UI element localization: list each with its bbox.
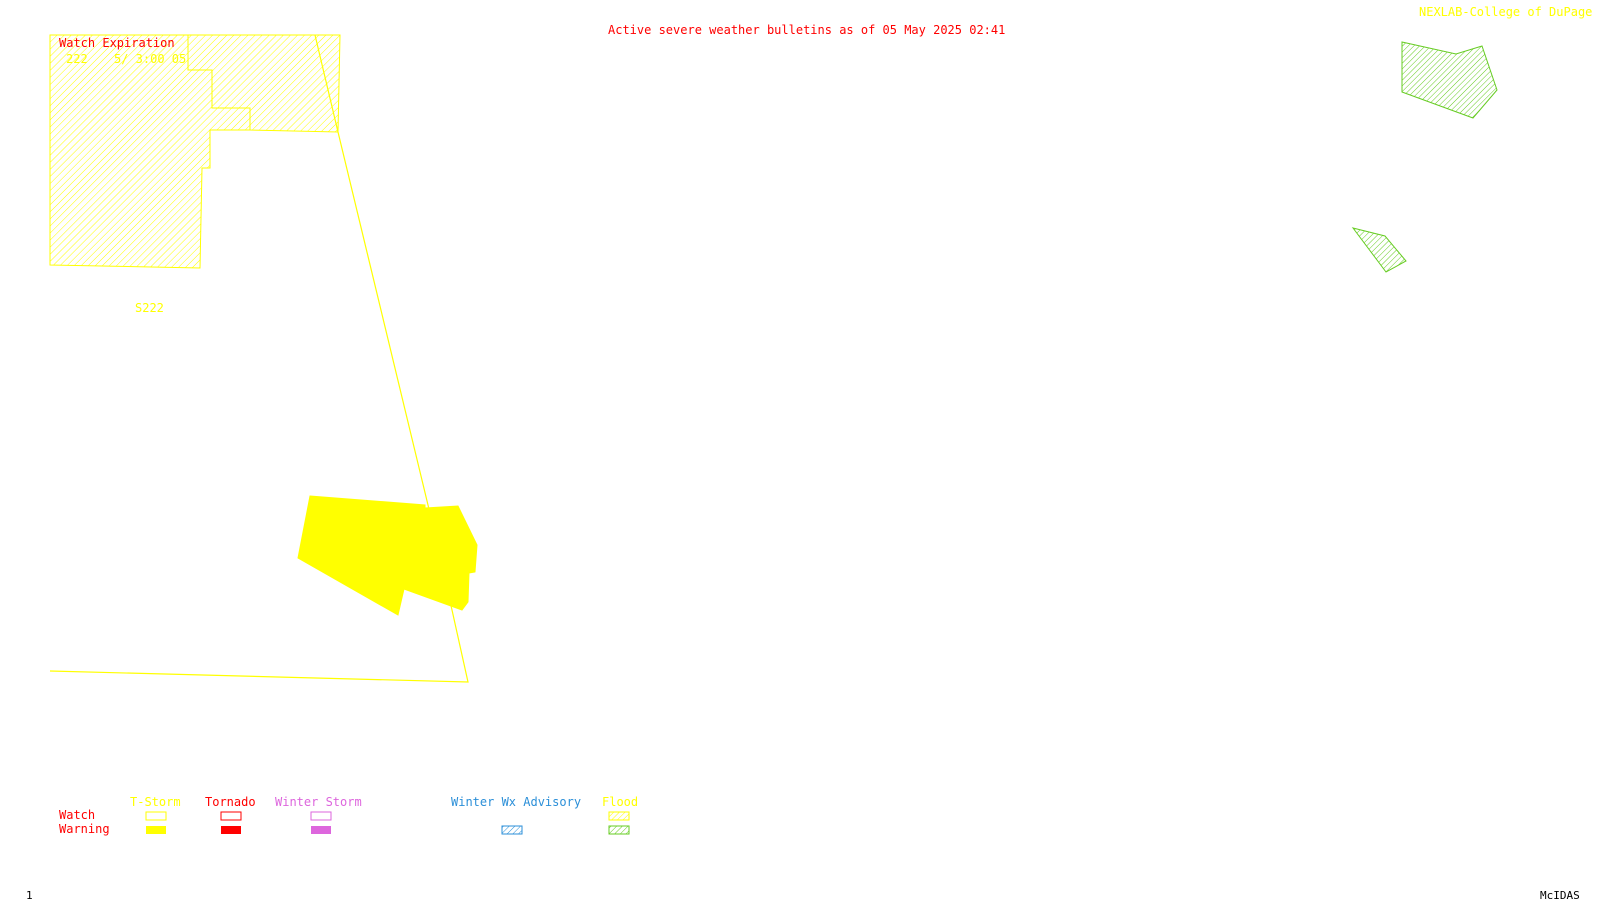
watch-number: 222 (66, 52, 88, 66)
flood-watch-area (49, 34, 341, 269)
watch-area-label: S222 (135, 301, 164, 315)
tstorm-warning-area (297, 495, 478, 616)
frame-number: 1 (26, 889, 33, 902)
legend-row-watch: Watch (59, 808, 96, 822)
flood-warning-area-north (1401, 41, 1498, 119)
watch-expire-time: 5/ 3:00 05 (114, 52, 187, 66)
legend-tornado-watch-swatch (220, 811, 242, 821)
legend-col-winter-storm: Winter Storm (275, 795, 362, 809)
watch-expiration-heading: Watch Expiration (59, 36, 175, 50)
legend-winter-storm-warning-swatch (311, 826, 331, 834)
flood-warning-area-south (1351, 227, 1407, 273)
legend-col-tstorm: T-Storm (130, 795, 181, 809)
legend-row-warning: Warning (59, 822, 110, 836)
credit-text: NEXLAB-College of DuPage R (1419, 5, 1600, 19)
legend-col-tornado: Tornado (205, 795, 256, 809)
software-label: McIDAS (1540, 889, 1580, 902)
legend-flood-watch-swatch (608, 811, 630, 821)
legend-tornado-warning-swatch (221, 826, 241, 834)
legend-flood-warning-swatch (608, 825, 630, 835)
legend-col-flood: Flood (602, 795, 639, 809)
legend-winter-storm-watch-swatch (310, 811, 332, 821)
legend-col-winter-advisory: Winter Wx Advisory (451, 795, 582, 809)
bulletin-title: Active severe weather bulletins as of 05… (608, 23, 1006, 37)
legend-winter-advisory-swatch (501, 825, 523, 835)
legend-tstorm-watch-swatch (145, 811, 167, 821)
legend-tstorm-warning-swatch (146, 826, 166, 834)
